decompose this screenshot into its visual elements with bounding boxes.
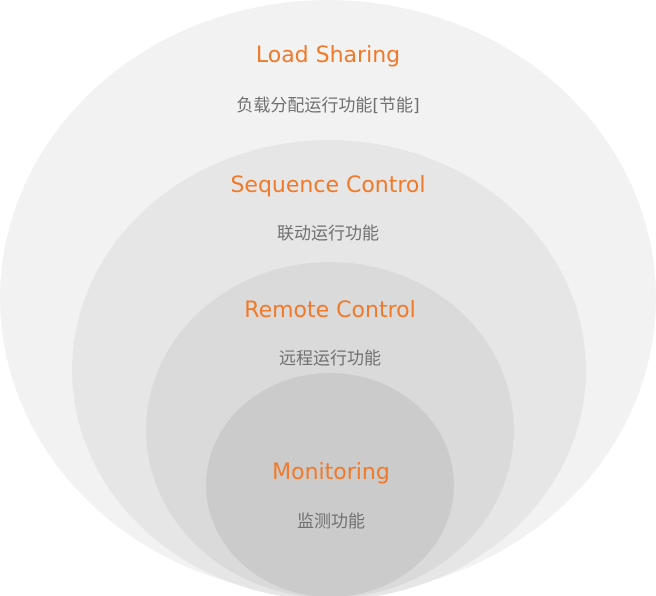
sequence-control-subtitle: 联动运行功能	[277, 224, 379, 244]
ellipse-monitoring	[206, 373, 454, 596]
load-sharing-title: Load Sharing	[255, 43, 401, 68]
sequence-control-title: Sequence Control	[230, 173, 426, 198]
load-sharing-subtitle: 负载分配运行功能[节能]	[236, 96, 420, 116]
monitoring-title: Monitoring	[272, 460, 390, 485]
monitoring-subtitle: 监测功能	[297, 512, 365, 532]
remote-control-title: Remote Control	[244, 298, 416, 323]
remote-control-subtitle: 远程运行功能	[279, 349, 381, 369]
